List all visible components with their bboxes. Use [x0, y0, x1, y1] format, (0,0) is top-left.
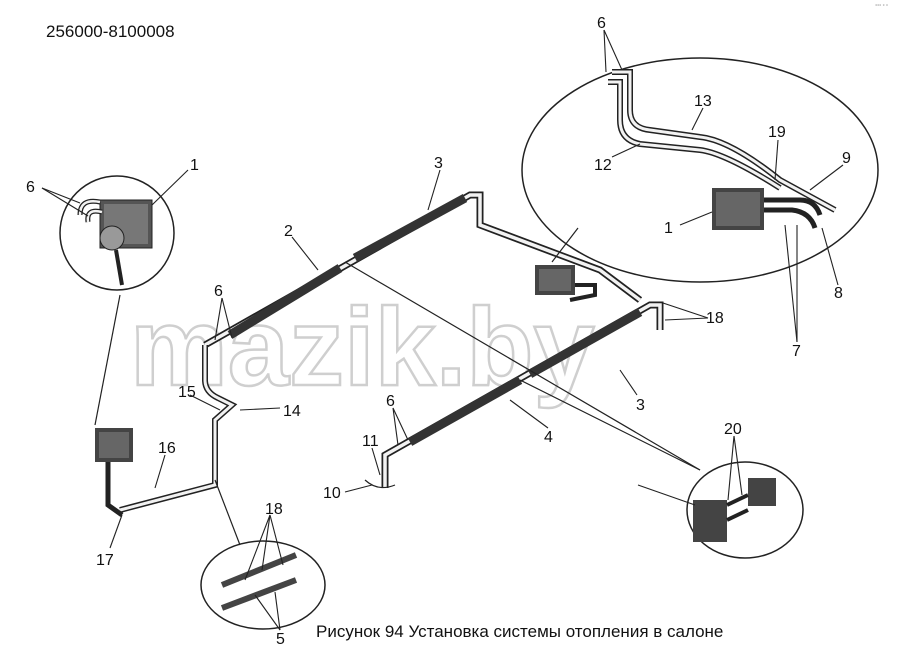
detail-circle-bottom-right: [686, 461, 804, 559]
callout-label: 16: [158, 440, 176, 457]
detail-ellipse-right: [521, 57, 879, 283]
callout-label: 4: [544, 429, 553, 446]
callout-label: 14: [283, 403, 301, 420]
radiator-run-upper: [119, 191, 643, 513]
callout-label: 7: [792, 343, 801, 360]
leader-lines: [41, 29, 844, 631]
callout-label: 6: [386, 393, 395, 410]
callout-label: 6: [26, 179, 35, 196]
figure-caption: Рисунок 94 Установка системы отопления в…: [316, 622, 724, 641]
callout-label: 20: [724, 421, 742, 438]
corner-mark: °°° ° °: [875, 4, 888, 10]
detail-circle-bottom-left: [200, 540, 326, 630]
callout-label: 18: [706, 310, 724, 327]
callout-label: 9: [842, 150, 851, 167]
callout-label: 11: [362, 433, 379, 450]
callout-label: 17: [96, 552, 114, 569]
callout-label: 3: [434, 155, 443, 172]
callout-label: 18: [265, 501, 283, 518]
link-line-lower: [519, 379, 701, 471]
watermark: mazik.by: [130, 286, 595, 409]
callout-label: 6: [214, 283, 223, 300]
callout-label: 1: [190, 157, 199, 174]
callout-label: 8: [834, 285, 843, 302]
link-line-bottom: [214, 479, 241, 546]
heater-unit-center: [535, 227, 597, 302]
callout-label: 19: [768, 124, 786, 141]
part-number: 256000-8100008: [46, 22, 175, 41]
detail-circle-heater-left: [59, 175, 175, 291]
callout-label: 3: [636, 397, 645, 414]
callout-label: 2: [284, 223, 293, 240]
callout-labels: 1 6 2 3 6 15 14 16 17 18 5 11 10 4 3 6 7…: [26, 15, 851, 648]
callout-label: 6: [597, 15, 606, 32]
callout-label: 15: [178, 384, 196, 401]
callout-label: 10: [323, 485, 341, 502]
callout-label: 12: [594, 157, 612, 174]
callout-label: 5: [276, 631, 285, 648]
link-line-upper: [344, 261, 701, 471]
radiator-run-lower: [364, 301, 664, 489]
heater-unit-left: [94, 294, 133, 518]
callout-label: 13: [694, 93, 712, 110]
callout-label: 1: [664, 220, 673, 237]
